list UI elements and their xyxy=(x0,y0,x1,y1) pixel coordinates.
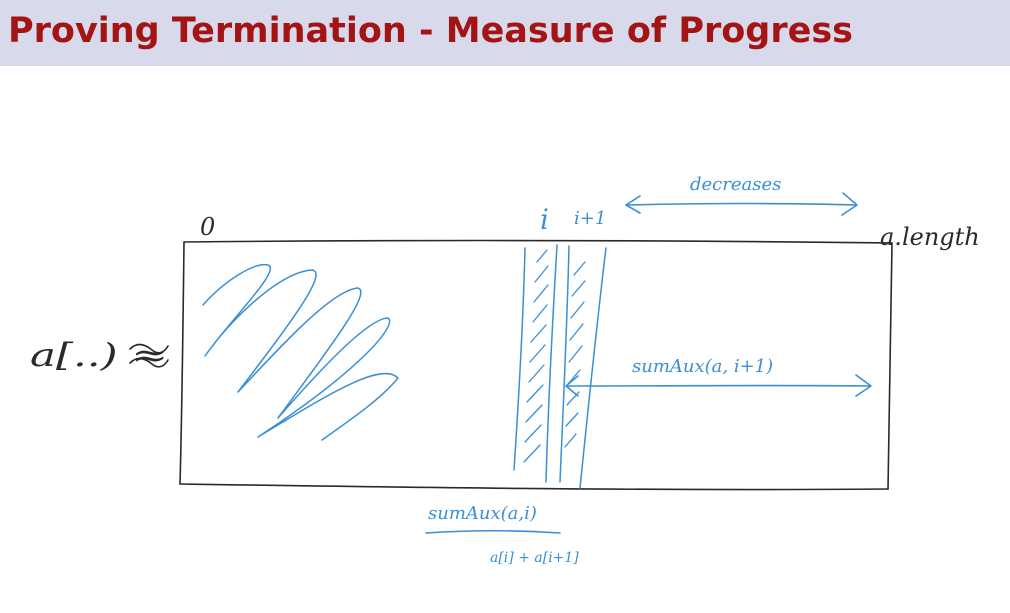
hatch-element-i xyxy=(523,249,549,463)
array-box xyxy=(179,239,893,491)
suffix-sum-arrow-right-head xyxy=(855,374,872,397)
column-line-right-2 xyxy=(579,247,607,489)
suffix-sum-label: sumAux(a, i+1) xyxy=(632,356,773,377)
suffix-sum-arrow xyxy=(565,374,872,397)
column-line-mid xyxy=(545,244,558,483)
column-lines xyxy=(513,244,607,489)
column-line-left xyxy=(513,247,526,471)
array-sketch: a[..) ≈ 0 i i+1 a.length decreases sumAu… xyxy=(30,174,980,566)
column-line-right-1 xyxy=(559,245,570,483)
end-label: a.length xyxy=(880,223,980,251)
array-left-edge xyxy=(179,241,185,485)
sum-at-i-underline xyxy=(425,529,561,534)
slide-title-bar: Proving Termination - Measure of Progres… xyxy=(0,0,1010,66)
array-top-edge xyxy=(183,239,893,244)
array-label: a[..) ≈ xyxy=(30,336,168,374)
index-i-plus-1-label: i+1 xyxy=(574,208,606,229)
index-zero-label: 0 xyxy=(200,213,215,241)
slide-title: Proving Termination - Measure of Progres… xyxy=(8,11,853,51)
decreases-label: decreases xyxy=(690,174,781,195)
suffix-sum-arrow-left-head xyxy=(565,375,579,397)
array-bottom-edge xyxy=(179,483,889,491)
decreases-arrow xyxy=(625,192,858,216)
index-i-label: i xyxy=(540,203,549,236)
decreases-arrow-left-head xyxy=(625,195,641,214)
array-right-edge xyxy=(887,242,893,490)
element-sum-label: a[i] + a[i+1] xyxy=(490,550,579,566)
decreases-arrow-right-head xyxy=(841,192,858,216)
approx-icon xyxy=(129,343,169,368)
processed-prefix-scribble xyxy=(202,263,399,441)
sum-at-i-label: sumAux(a,i) xyxy=(428,503,537,524)
